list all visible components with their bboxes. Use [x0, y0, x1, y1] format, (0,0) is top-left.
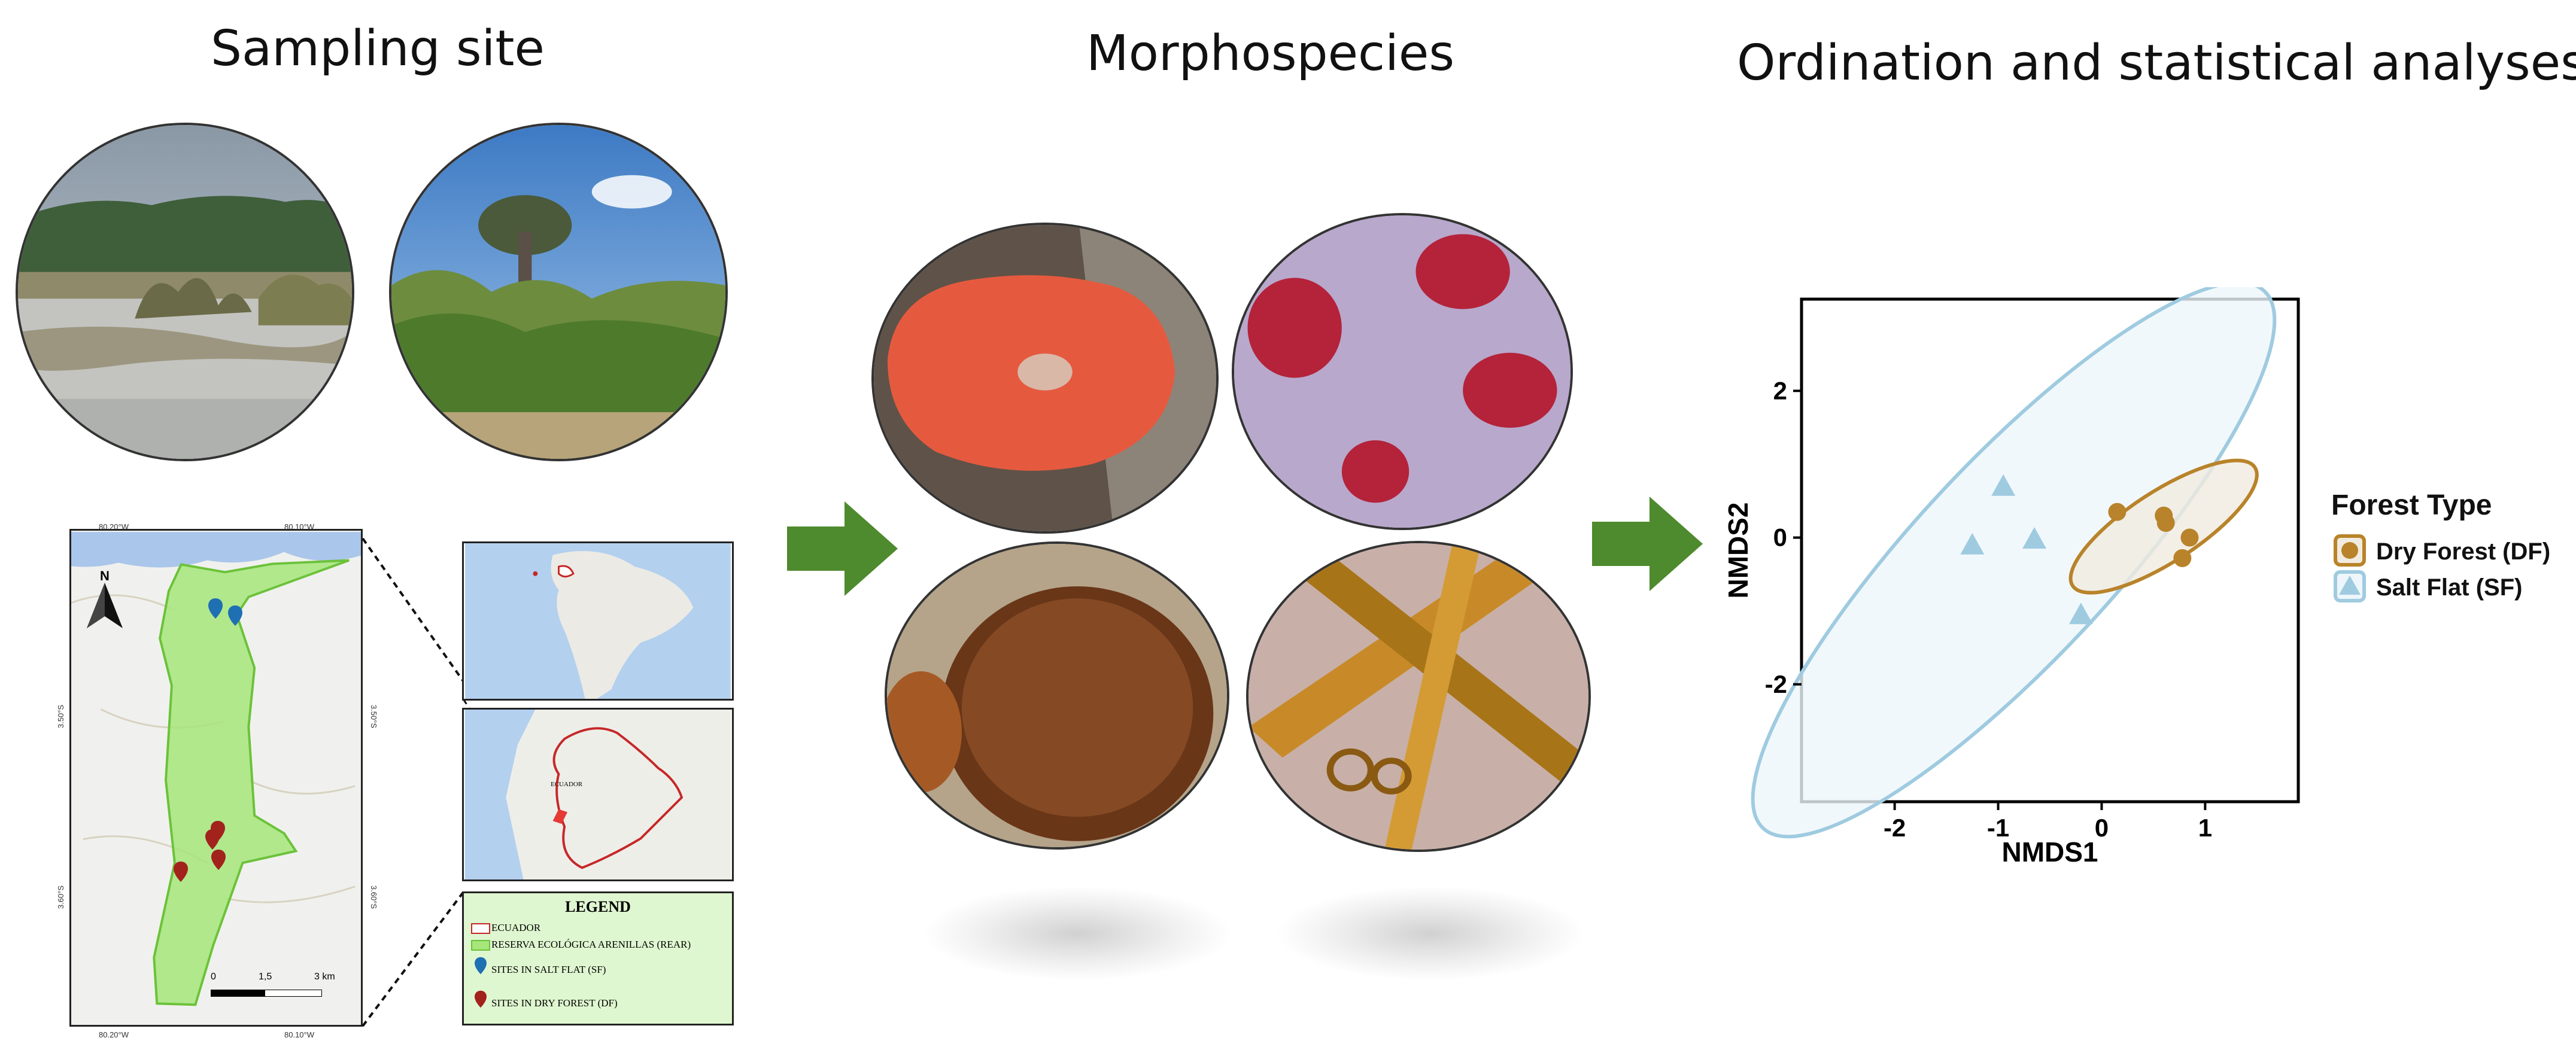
north-arrow-icon: N: [84, 568, 126, 628]
lon-label-top-left: 80.20°W: [99, 522, 129, 531]
point-salt-flat: [2068, 602, 2093, 625]
data-points: [1960, 474, 2199, 625]
arrow-to-morphospecies-icon: [787, 501, 898, 596]
hyphae-photo: [1246, 541, 1591, 852]
dry-forest-photo: [389, 123, 728, 461]
point-dry-forest: [2173, 549, 2192, 567]
title-sampling-site: Sampling site: [211, 20, 545, 77]
legend-reserve-swatch: [471, 940, 490, 951]
legend-series-label: Salt Flat (SF): [2376, 574, 2522, 601]
point-dry-forest: [2156, 514, 2175, 532]
point-dry-forest: [2180, 528, 2199, 547]
legend-ecuador-swatch: [471, 923, 490, 934]
nmds-chart: -2 -1 0 1 2 0 -2 NMDS1 NMDS2 Forest Type Dry …: [1724, 287, 2550, 868]
title-ordination: Ordination and statistical analyses: [1737, 35, 2576, 92]
legend-forest-type-title: Forest Type: [2331, 489, 2492, 521]
scale-mid: 1,5: [259, 972, 272, 982]
north-label: N: [100, 568, 110, 583]
legend-ecuador: ECUADOR: [491, 922, 541, 933]
scale-bar-black: [211, 990, 265, 997]
legend-salt-flat-pin-icon: [475, 957, 487, 975]
scale-end: 3 km: [314, 972, 335, 982]
lon-label-bottom-left: 80.20°W: [99, 1030, 129, 1039]
legend-series-label: Dry Forest (DF): [2376, 538, 2550, 565]
point-salt-flat: [1991, 474, 2016, 496]
photo-shadow-right: [1275, 885, 1586, 981]
salt-flat-photo: [16, 123, 354, 461]
y-axis-label: NMDS2: [1724, 502, 1754, 598]
x-tick-label: 1: [2198, 814, 2212, 842]
lat-label-lower-right: 3.60°S: [369, 885, 379, 909]
y-tick-label: 2: [1773, 376, 1787, 404]
ellipse-triangle: [1751, 287, 2277, 839]
ecuador-inset: [462, 708, 734, 881]
legend-dry-forest: SITES IN DRY FOREST (DF): [491, 997, 618, 1009]
legend-title: LEGEND: [565, 898, 631, 915]
inset-country-label: ECUADOR: [551, 781, 583, 788]
legend-reserve: RESERVA ECOLÓGICA ARENILLAS (REAR): [491, 939, 691, 950]
legend-salt-flat: SITES IN SALT FLAT (SF): [491, 964, 606, 975]
y-tick-label: -2: [1765, 670, 1787, 698]
lon-label-top-right: 80.10°W: [284, 522, 315, 531]
x-axis-label: NMDS1: [2001, 836, 2098, 868]
spores-photo: [1232, 213, 1573, 530]
map-legend: LEGEND ECUADOR RESERVA ECOLÓGICA ARENILL…: [462, 891, 734, 1025]
point-salt-flat: [2022, 526, 2047, 549]
lon-label-bottom-right: 80.10°W: [284, 1030, 315, 1039]
x-tick-label: 0: [2095, 814, 2109, 842]
legend-key-circle: [2341, 542, 2358, 559]
orange-fungus-photo: [871, 223, 1219, 534]
x-tick-label: -2: [1884, 814, 1906, 842]
x-axis-ticks: -2 -1 0 1: [1884, 802, 2212, 842]
lat-label-upper-right: 3.50°S: [369, 704, 379, 729]
x-tick-label: -1: [1987, 814, 2009, 842]
y-axis-ticks: 2 0 -2: [1765, 376, 1802, 698]
photo-shadow-left: [922, 885, 1233, 981]
arrow-to-ordination-icon: [1592, 497, 1703, 591]
chart-legend: Dry Forest (DF) Salt Flat (SF): [2334, 534, 2550, 602]
scale-zero: 0: [211, 972, 216, 982]
title-morphospecies: Morphospecies: [1086, 25, 1455, 82]
south-america-inset: [462, 541, 734, 701]
point-dry-forest: [2108, 503, 2127, 521]
point-salt-flat: [1960, 532, 1985, 555]
legend-dry-forest-pin-icon: [475, 990, 487, 1008]
lat-label-lower-left: 3.60°S: [56, 885, 66, 909]
legend-key-triangle: [2339, 576, 2361, 595]
y-tick-label: 0: [1773, 524, 1787, 552]
brown-fungus-photo: [885, 541, 1229, 850]
lat-label-upper-left: 3.50°S: [56, 704, 66, 729]
scale-bar-white: [265, 990, 322, 997]
